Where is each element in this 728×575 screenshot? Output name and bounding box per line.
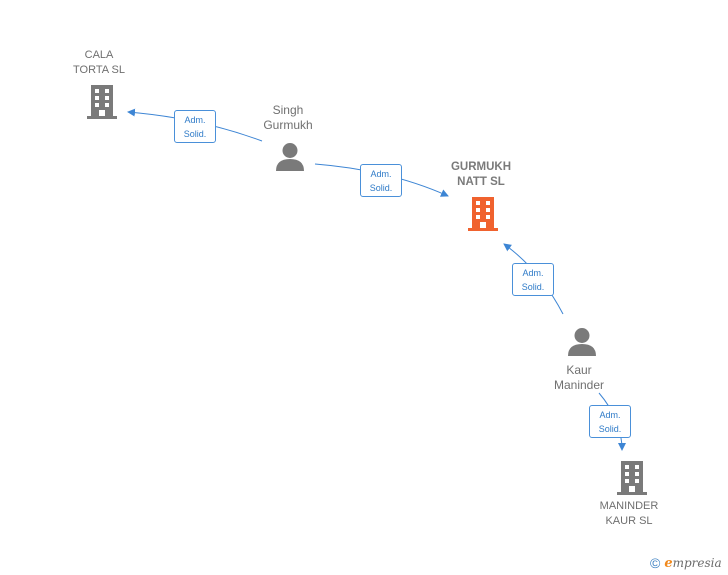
edge-label-line: Adm. [184,115,206,125]
edge-label-adm-solid[interactable]: Adm. Solid. [174,110,216,143]
edge-label-adm-solid[interactable]: Adm. Solid. [589,405,631,438]
empresia-logo: © empresia [650,555,722,571]
person-label-kaur-maninder: Kaur Maninder [553,363,605,392]
copyright-icon: © [650,555,661,571]
edge-label-line: Solid. [183,129,207,139]
edge-label-line: Adm. [522,268,544,278]
person-icon[interactable] [275,142,305,172]
edge-label-line: Solid. [598,424,622,434]
edge-label-line: Solid. [521,282,545,292]
brand-name: mpresia [672,556,722,570]
brand-initial: e [664,556,673,571]
company-label-cala-torta: CALA TORTA SL [73,49,125,76]
person-icon[interactable] [567,327,597,357]
building-icon[interactable] [86,84,118,119]
edge-label-line: Adm. [370,169,392,179]
person-label-singh-gurmukh: Singh Gurmukh [263,103,313,132]
edge-label-adm-solid[interactable]: Adm. Solid. [512,263,554,296]
edge-label-adm-solid[interactable]: Adm. Solid. [360,164,402,197]
company-label-gurmukh-natt: GURMUKH NATT SL [450,161,512,188]
company-label-maninder-kaur: MANINDER KAUR SL [599,500,659,527]
edge-label-line: Adm. [599,410,621,420]
edge-label-line: Solid. [369,183,393,193]
building-icon[interactable] [467,196,499,231]
building-icon[interactable] [616,460,648,495]
